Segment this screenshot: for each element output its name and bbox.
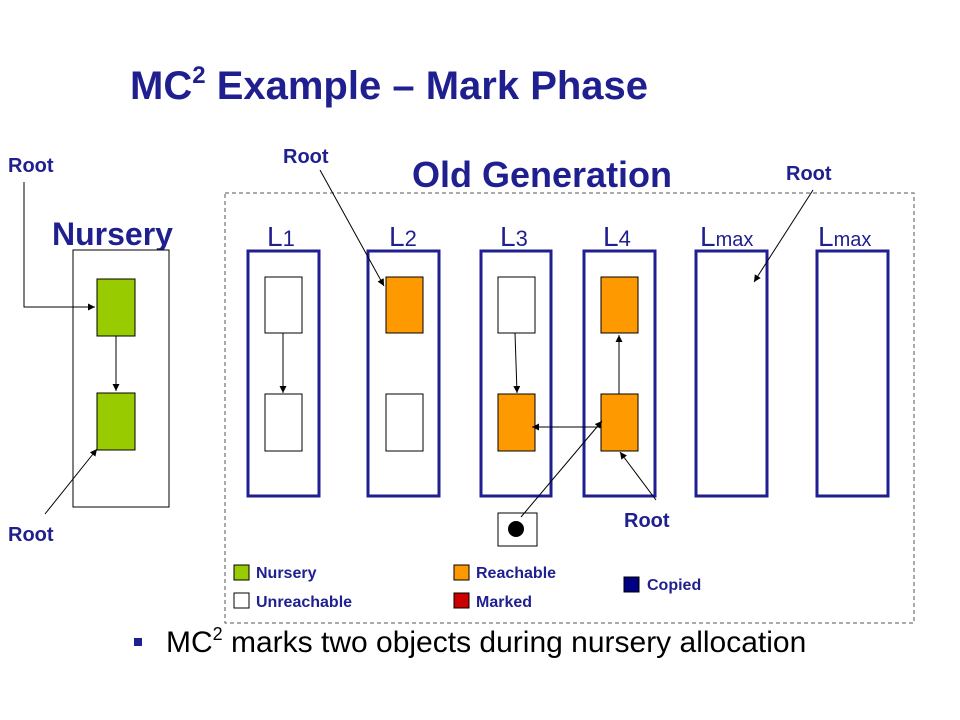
root-label-nursery-bottom: Root (8, 524, 54, 546)
l1-object-top-unreachable (264, 276, 303, 334)
list-label-1: L1 (267, 221, 295, 252)
legend-label-reachable: Reachable (476, 565, 556, 582)
list-label-4: L4 (603, 221, 631, 252)
root-label-nursery-top: Root (8, 155, 54, 177)
title-superscript: 2 (192, 62, 206, 89)
legend-label-marked: Marked (476, 594, 532, 611)
arrow-root-to-nursery-top (23, 182, 95, 311)
list-column-5 (694, 249, 769, 498)
nursery-heading: Nursery (52, 216, 173, 252)
list-column-1 (246, 249, 321, 498)
l2-object-top-reachable (385, 276, 424, 334)
list-subscript-1: 1 (283, 226, 295, 251)
root-label-lmax: Root (786, 163, 832, 185)
bullet-suffix: marks two objects during nursery allocat… (222, 626, 807, 659)
l4-object-top-reachable (600, 276, 639, 334)
list-label-3: L3 (500, 221, 528, 252)
old-generation-region (224, 192, 915, 624)
list-column-4 (582, 249, 657, 498)
list-label-6: Lmax (818, 221, 871, 252)
legend-swatch-nursery (233, 564, 250, 581)
list-subscript-6: max (834, 229, 872, 251)
bullet-superscript: 2 (212, 624, 223, 644)
l4-object-bottom-reachable (600, 393, 639, 452)
bullet-point: MC2 marks two objects during nursery all… (134, 624, 807, 660)
list-label-5: Lmax (700, 221, 753, 252)
arrow-l3-top-to-bottom (513, 332, 521, 394)
arrow-root-to-lmax (753, 189, 814, 283)
l1-object-bottom-unreachable (264, 393, 303, 452)
legend-swatch-copied (623, 576, 640, 593)
arrow-global-to-l4-bottom (520, 420, 603, 518)
list-letter-4: L (603, 221, 619, 252)
legend-swatch-reachable (453, 564, 470, 581)
list-column-3 (479, 249, 553, 498)
old-generation-heading: Old Generation (412, 154, 672, 195)
list-column-2 (366, 249, 441, 498)
l3-object-bottom-reachable (497, 393, 536, 452)
root-label-l2: Root (283, 146, 329, 168)
legend-label-copied: Copied (647, 577, 701, 594)
arrow-root-to-nursery-bottom (44, 448, 98, 515)
nursery-object-top (96, 278, 136, 337)
list-letter-1: L (267, 221, 283, 252)
list-letter-6: L (818, 221, 834, 252)
global-root-dot (508, 521, 524, 537)
l3-object-top-unreachable (497, 276, 536, 334)
bullet-marker-icon (134, 638, 142, 646)
list-subscript-5: max (716, 229, 754, 251)
nursery-object-bottom (96, 392, 136, 451)
list-letter-5: L (700, 221, 716, 252)
legend-label-nursery: Nursery (256, 565, 317, 582)
legend-swatch-unreachable (233, 592, 250, 609)
arrow-root-to-l2-top (319, 169, 385, 287)
legend-label-unreachable: Unreachable (256, 594, 352, 611)
legend-swatch-marked (453, 592, 470, 609)
title-suffix: Example – Mark Phase (205, 64, 649, 108)
list-letter-2: L (389, 221, 405, 252)
l2-object-bottom-unreachable (385, 393, 424, 452)
list-label-2: L2 (389, 221, 417, 252)
arrow-root-to-l4-bottom (619, 451, 657, 501)
bullet-prefix: MC (166, 626, 213, 659)
slide-title: MC2 Example – Mark Phase (130, 62, 649, 109)
list-subscript-2: 2 (405, 226, 417, 251)
list-letter-3: L (500, 221, 516, 252)
list-subscript-3: 3 (516, 226, 528, 251)
list-subscript-4: 4 (619, 226, 631, 251)
list-column-6 (815, 249, 890, 498)
title-prefix: MC (130, 64, 193, 108)
root-label-l4: Root (624, 510, 670, 532)
